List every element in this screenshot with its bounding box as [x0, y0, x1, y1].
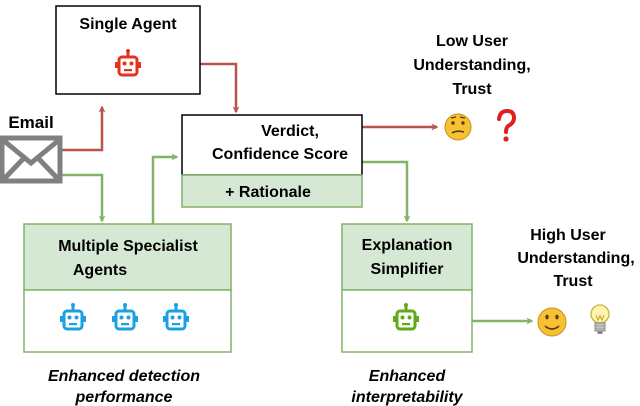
- high-trust-line1: High User: [530, 227, 606, 244]
- edge-email-to-specialists: [62, 173, 106, 223]
- simplifier-box: [341, 223, 473, 291]
- high-trust-line3: Trust: [553, 273, 593, 290]
- high-trust-line2: Understanding,: [517, 250, 634, 267]
- edge-email-to-single-agent: [62, 105, 106, 152]
- low-trust-line1: Low User: [436, 33, 508, 50]
- verdict-label: Verdict,: [261, 123, 319, 140]
- edge-rationale-to-simplifier: [362, 160, 411, 223]
- single-agent-label: Single Agent: [79, 16, 177, 33]
- email-label: Email: [8, 113, 53, 132]
- envelope-icon: [0, 135, 63, 184]
- edge-single-agent-to-verdict: [200, 62, 240, 114]
- specialists-label-line2: Agents: [73, 262, 127, 279]
- edge-specialists-to-verdict: [151, 153, 179, 224]
- confused-face-icon: [444, 113, 472, 141]
- specialists-label-line1: Multiple Specialist: [58, 238, 198, 255]
- smiling-face-icon: [537, 307, 567, 337]
- verdict-box: [181, 114, 363, 176]
- simplifier-label-line2: Simplifier: [371, 261, 444, 278]
- light-bulb-icon: [590, 304, 610, 334]
- low-trust-line3: Trust: [452, 81, 492, 98]
- interpretability-caption-line1: Enhanced: [369, 368, 447, 385]
- low-trust-line2: Understanding,: [413, 57, 530, 74]
- interpretability-caption-line2: interpretability: [351, 389, 463, 406]
- rationale-label: + Rationale: [225, 184, 311, 201]
- rationale-box: [181, 174, 363, 208]
- detection-caption-line1: Enhanced detection: [48, 368, 200, 385]
- specialists-box: [23, 223, 232, 291]
- simplifier-label-line1: Explanation: [362, 237, 453, 254]
- detection-caption-line2: performance: [75, 389, 173, 406]
- question-mark-icon: [497, 108, 517, 142]
- confidence-score-label: Confidence Score: [212, 146, 348, 163]
